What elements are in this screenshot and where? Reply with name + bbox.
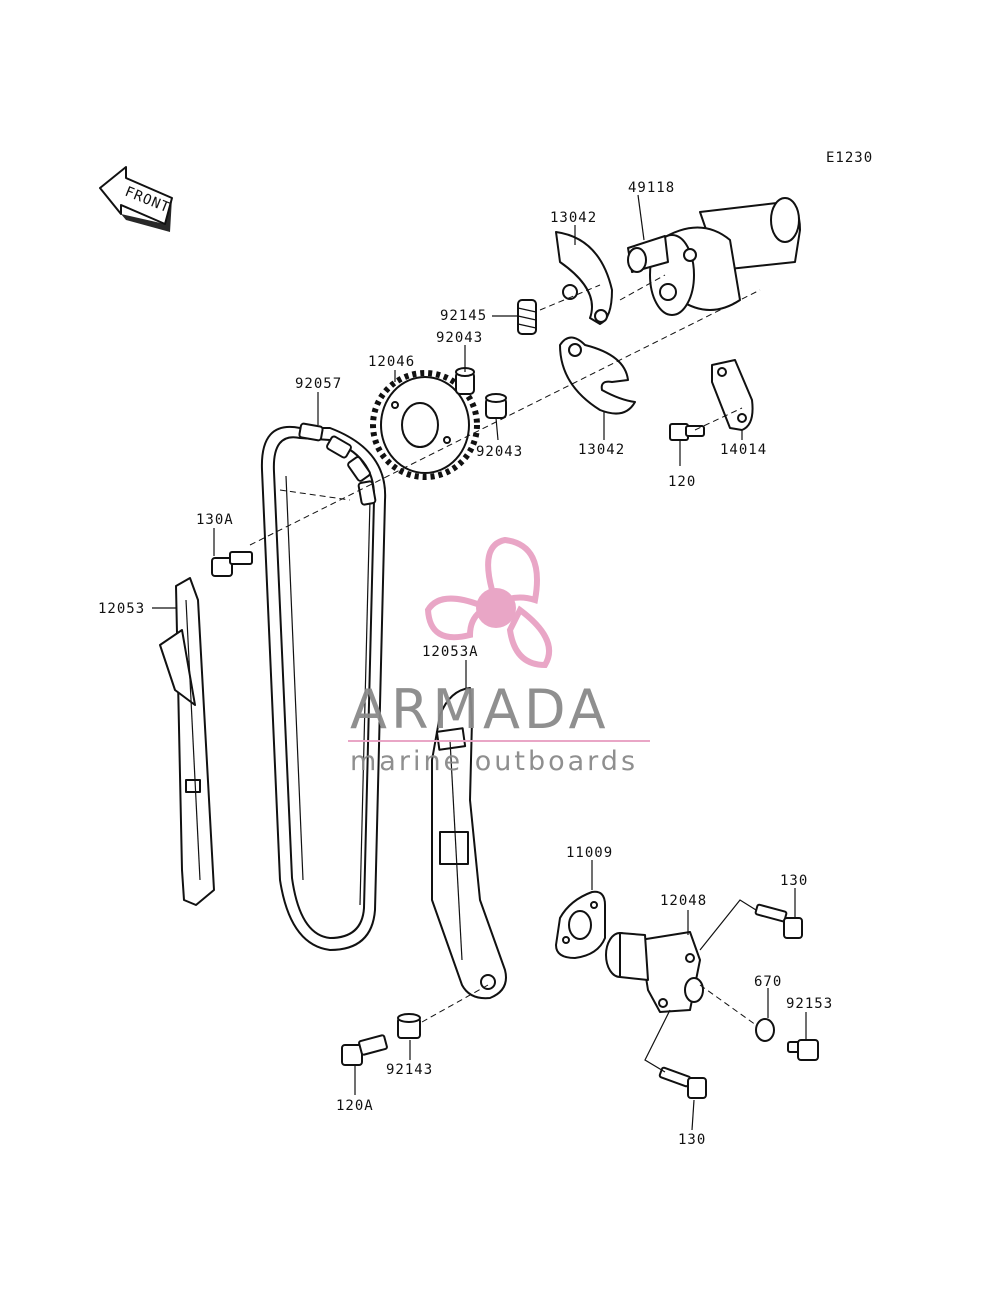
label-670: 670 — [754, 974, 782, 990]
label-13042-bottom: 13042 — [578, 442, 625, 458]
label-12048: 12048 — [660, 893, 707, 909]
label-12053A: 12053A — [422, 644, 479, 660]
spring-92145 — [517, 299, 537, 335]
bushing-92043-bottom — [485, 393, 507, 419]
cam-chain-tensioner — [605, 931, 704, 1013]
bolt-130-top — [754, 903, 803, 939]
armada-watermark: ARMADA marine outboards — [348, 536, 650, 777]
label-120A: 120A — [336, 1098, 374, 1114]
label-120: 120 — [668, 474, 696, 490]
propeller-logo-icon — [424, 536, 552, 669]
chain-guide-12053 — [159, 577, 215, 906]
label-92043-bottom: 92043 — [476, 444, 523, 460]
part-labels: 49118 13042 92145 12046 92043 92057 9204… — [98, 180, 833, 1148]
label-14014: 14014 — [720, 442, 767, 458]
chain-tensioner-guide-12053A — [431, 687, 507, 1000]
pivot-collar-92143 — [397, 1013, 421, 1039]
figure-code: E1230 — [826, 150, 873, 166]
label-12046: 12046 — [368, 354, 415, 370]
cam-sprocket — [370, 370, 480, 480]
bolt-120A — [341, 1034, 388, 1066]
o-ring-670 — [755, 1018, 775, 1042]
bolt-130-bottom — [658, 1066, 707, 1099]
label-92145: 92145 — [440, 308, 487, 324]
label-92043-top: 92043 — [436, 330, 483, 346]
plate-14014 — [711, 359, 754, 431]
assembly-lines — [249, 274, 761, 1073]
label-13042-top: 13042 — [550, 210, 597, 226]
cam-chain — [260, 422, 387, 951]
label-130A: 130A — [196, 512, 234, 528]
gasket-11009 — [555, 890, 606, 959]
watermark-tagline: marine outboards — [350, 746, 638, 777]
label-49118: 49118 — [628, 180, 675, 196]
bolt-130A — [211, 551, 253, 577]
front-arrow-icon: FRONT — [99, 166, 173, 232]
label-92057: 92057 — [295, 376, 342, 392]
watermark-brand: ARMADA — [350, 678, 610, 741]
label-130-top: 130 — [780, 873, 808, 889]
cap-bolt-92153 — [787, 1039, 819, 1061]
label-12053: 12053 — [98, 601, 145, 617]
label-130-bottom: 130 — [678, 1132, 706, 1148]
label-92153: 92153 — [786, 996, 833, 1012]
label-92143: 92143 — [386, 1062, 433, 1078]
label-11009: 11009 — [566, 845, 613, 861]
decompressor-weight-bottom — [559, 336, 636, 415]
camshaft — [627, 197, 801, 316]
bolt-120 — [669, 423, 705, 441]
decompressor-weight-top — [555, 231, 613, 325]
